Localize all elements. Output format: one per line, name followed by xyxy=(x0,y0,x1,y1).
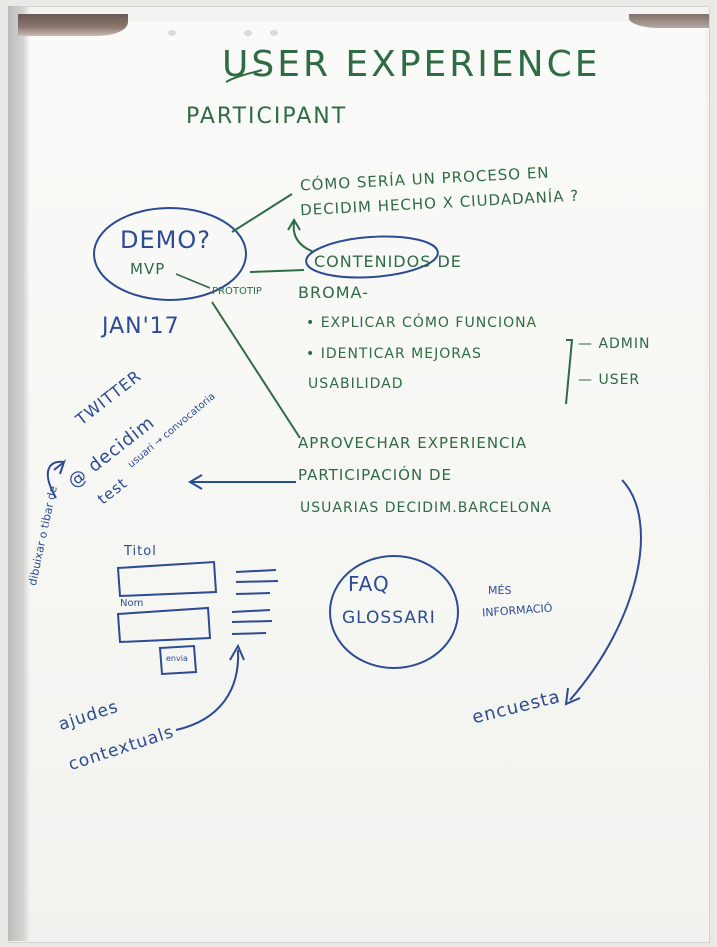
role-user: — USER xyxy=(578,372,641,388)
contents-line-2: BROMA- xyxy=(298,283,369,302)
faq-note-1: MÉS xyxy=(488,584,512,597)
faq-line-1: FAQ xyxy=(348,572,390,596)
twitter-curl xyxy=(46,460,65,499)
hand-holding-sheet xyxy=(18,14,128,36)
page-subtitle: PARTICIPANT xyxy=(186,104,348,129)
arrow-help xyxy=(175,649,240,731)
role-bracket xyxy=(565,339,574,405)
form-sketch xyxy=(116,560,279,676)
line-to-leverage xyxy=(211,301,301,439)
mvp-label: MVP xyxy=(130,260,166,278)
punched-holes xyxy=(168,30,278,36)
leverage-line-2: PARTICIPACIÓN DE xyxy=(298,466,452,484)
role-admin: — ADMIN xyxy=(578,336,651,352)
wall-shadow xyxy=(8,6,30,941)
demo-label: DEMO? xyxy=(120,226,211,254)
faq-line-2: GLOSSARI xyxy=(342,608,436,628)
contents-bullet-1: • EXPLICAR CÓMO FUNCIONA xyxy=(306,315,538,331)
hand-holding-sheet-right xyxy=(629,14,709,28)
date-label: JAN'17 xyxy=(102,314,180,339)
arrow-to-survey xyxy=(569,479,642,701)
line-to-question xyxy=(231,193,293,233)
arrow-contents-up xyxy=(292,221,315,253)
contents-bullet-2b: USABILIDAD xyxy=(308,376,404,392)
leverage-line-3: USUARIAS DECIDIM.BARCELONA xyxy=(300,500,552,516)
sketch-field-1-label: Titol xyxy=(124,544,157,559)
title-strike xyxy=(225,69,263,83)
flipchart-sheet xyxy=(22,22,705,938)
contenidos-circle xyxy=(305,235,439,279)
contents-bullet-2: • IDENTICAR MEJORAS xyxy=(306,346,482,362)
line-to-contents xyxy=(249,269,305,273)
sketch-button-label: envia xyxy=(166,654,188,663)
sketch-field-2-label: Nom xyxy=(120,598,144,609)
demo-circle xyxy=(93,207,247,301)
contents-line-1: CONTENIDOS DE xyxy=(314,252,462,271)
page-title: USER EXPERIENCE xyxy=(222,44,601,85)
faq-circle xyxy=(329,555,459,669)
prototip-label: PROTOTIP xyxy=(212,286,262,297)
line-to-prototip xyxy=(175,273,211,289)
leverage-line-1: APROVECHAR EXPERIENCIA xyxy=(298,434,528,452)
